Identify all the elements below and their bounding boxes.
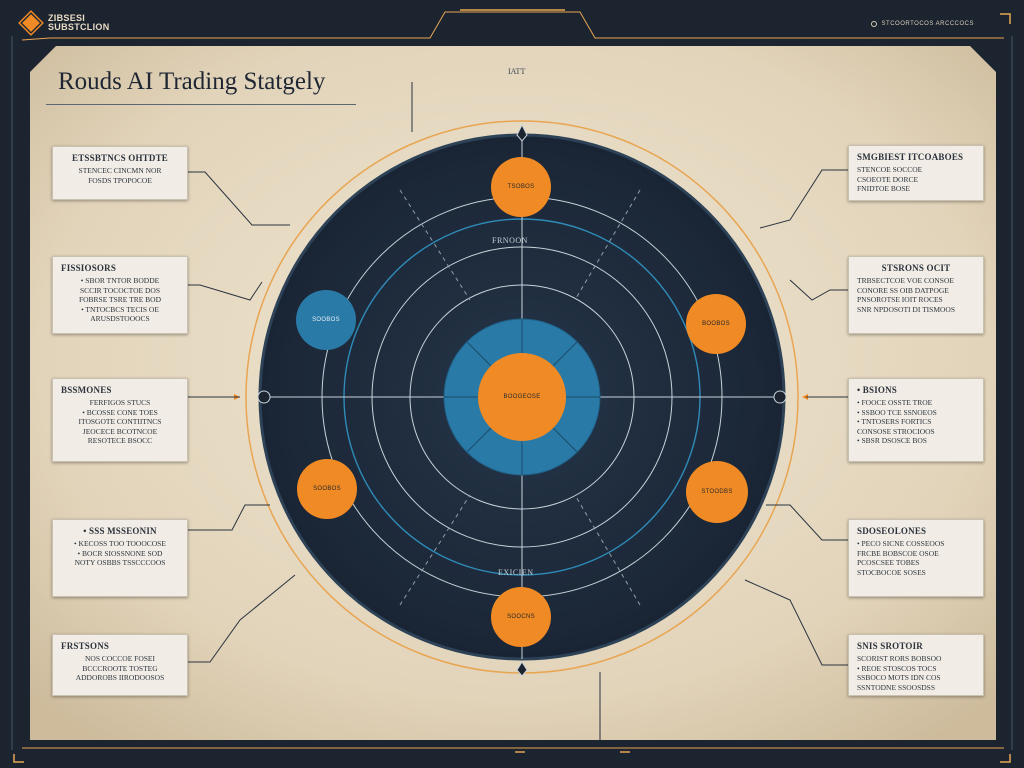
card-line: • TNTOCBCS TECIS OE [81,304,159,314]
node-top [491,157,551,217]
card-line: • SBSR DSOSCE BOS [857,436,927,445]
card-line: • REOE STOSCOS TOCS [857,663,937,673]
card-heading: SMGBIEST ITCOABOES [857,152,964,162]
card-line: ARUSDSTOOOCS [90,314,150,323]
node-lower-right [686,461,748,523]
node-label-lower-left: SOOBOS [313,486,341,492]
card-right-1: SMGBIEST ITCOABOES STENCOE SOCCOE CSOEOT… [848,145,984,201]
top-right-text: STCOORTOCOS ARCCCOCS [881,21,974,27]
card-line: SCORIST RORS BOBSOO [857,654,942,663]
marker-left [257,390,271,404]
node-left [296,290,356,350]
card-line: ITOSGOTE CONTIITNCS [78,417,162,426]
logo: ZIBSESI SUBSTCLION [18,10,110,36]
left-connectors [188,82,413,663]
card-right-5: SNIS SROTOIR SCORIST RORS BOBSOO • REOE … [848,634,984,696]
card-line: • PECO SICNE COSSEOOS [857,539,945,548]
card-line: STENCOE SOCCOE [857,165,923,174]
card-line: SCCIR TOCOCTOE DOS [79,285,161,295]
card-left-1: ETSSBTNCS OHTDTE STENCEC CINCMN NOR FOSD… [52,146,188,200]
card-heading: • SSS MSSEONIN [83,526,157,536]
center-top-label: IATT [508,67,526,76]
card-line: • SBOR TNTOR BODDE [80,276,160,285]
card-left-3: BSSMONES FERFIGOS STUCS • BCOSSE CONE TO… [52,378,188,462]
card-line: SSBOCO MOTS IDN COS [857,673,941,682]
card-line: CONSOSE STROCIOOS [857,426,935,436]
right-connectors [599,169,848,740]
logo-text: ZIBSESI SUBSTCLION [48,14,110,32]
upper-ring-label: FRNOON [492,236,528,245]
node-label-top: TSOBOS [507,184,535,190]
card-line: CONORE SS OIB DATPOGE [857,285,949,295]
card-line: STOCBOCOE SOSES [857,567,926,577]
card-line: STENCEC CINCMN NOR [78,166,162,175]
card-line: NOTY OSBBS TSSCCCOOS [74,558,166,567]
lower-ring-label: EXICIEN [498,568,534,577]
card-right-2: STSRONS OCIT TRBSECTCOE VOE CONSOE CONOR… [848,256,984,334]
node-label-lower-right: STOODBS [701,489,733,495]
node-bottom [491,587,551,647]
node-lower-left [297,459,357,519]
card-heading: ETSSBTNCS OHTDTE [72,153,168,163]
card-line: • SSBOO TCE SSNOEOS [857,407,937,417]
logo-line-1: ZIBSESI [48,13,86,23]
card-line: NOS COCCOE FOSEI [84,654,155,663]
card-heading: FISSIOSORS [61,263,117,273]
card-line: BCCCROOTE TOSTEG [82,663,158,673]
logo-diamond-icon [18,10,44,36]
logo-line-2: SUBSTCLION [48,22,110,32]
marker-right [773,390,787,404]
card-line: FERFIGOS STUCS [89,398,151,407]
card-left-2: FISSIOSORS • SBOR TNTOR BODDE SCCIR TOCO… [52,256,188,334]
node-label-bottom: SOOCNS [507,614,535,620]
card-right-3: • BSIONS • FOOCE OSSTE TROE • SSBOO TCE … [848,378,984,462]
card-line: FOBRSE TSRE TRE BOD [78,295,162,304]
card-right-4: SDOSEOLONES • PECO SICNE COSSEOOS FRCBE … [848,519,984,597]
card-line: PCOSCSEE TOBES [857,558,920,567]
card-line: FOSDS TPOPOCOE [88,175,152,185]
card-line: FNIDTOE BOSE [857,184,910,193]
card-left-4: • SSS MSSEONIN • KECOSS TOO TOOOCOSE • B… [52,519,188,597]
node-label-center: BOOGEOSE [503,394,541,400]
node-label-left: SOOBOS [312,317,340,323]
card-line: FRCBE BOBSCOE OSOE [857,548,939,558]
card-line: SNR NPDOSOTI DI TISMOOS [857,304,956,314]
card-heading: STSRONS OCIT [881,263,951,273]
card-heading: SNIS SROTOIR [857,641,924,651]
card-left-5: FRSTSONS NOS COCCOE FOSEI BCCCROOTE TOST… [52,634,188,696]
page-title: Rouds AI Trading Statgely [58,68,326,95]
card-line: CSOEOTE DORCE [857,174,919,184]
card-line: • FOOCE OSSTE TROE [857,398,933,407]
circle-icon [870,21,877,27]
card-line: • KECOSS TOO TOOOCOSE [74,539,166,548]
card-heading: • BSIONS [857,385,898,395]
card-line: TRBSECTCOE VOE CONSOE [857,276,954,285]
top-right-label: STCOORTOCOS ARCCCOCS [870,21,974,27]
card-line: RESOTECE BSOCC [87,436,153,445]
node-right [686,294,746,354]
card-line: • TNTOSERS FORTICS [857,417,932,426]
node-center [478,353,566,441]
node-label-right: BOOBOS [702,321,730,327]
card-line: JEOCECE BCOTNCOE [82,426,158,436]
card-line: SSNTODNE SSOOSDSS [857,682,936,692]
title-underline [46,104,356,105]
card-heading: BSSMONES [61,385,112,395]
card-line: PNSOROTSE IOIT ROCES [857,295,943,304]
card-heading: SDOSEOLONES [857,526,927,536]
card-line: • BOCR SIOSSNONE SOD [77,548,163,558]
card-heading: FRSTSONS [61,641,110,651]
card-line: ADDOROBS IIRODOOSOS [75,673,165,682]
card-line: • BCOSSE CONE TOES [82,407,158,417]
